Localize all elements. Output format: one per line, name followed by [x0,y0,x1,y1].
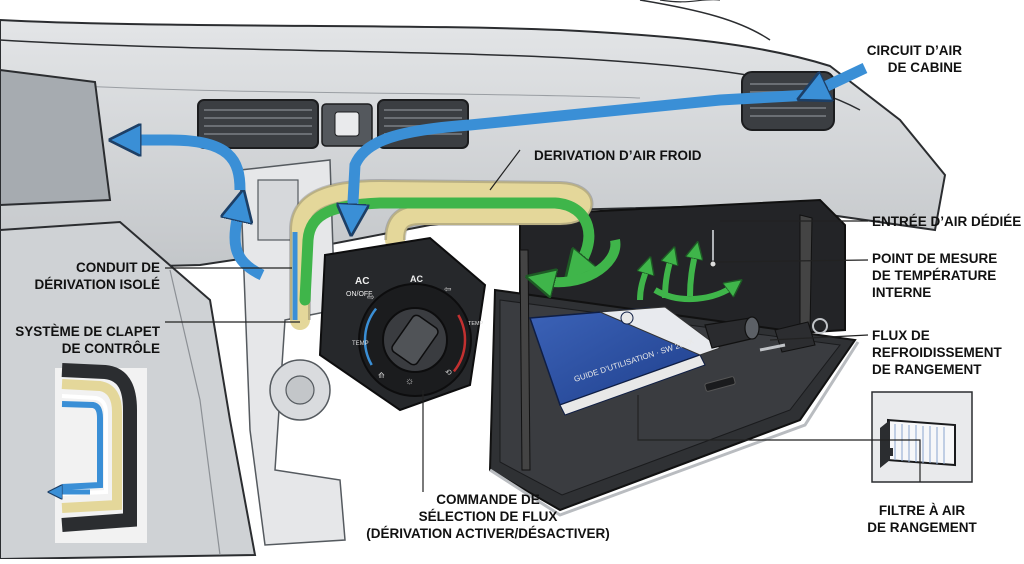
svg-text:DE RANGEMENT: DE RANGEMENT [867,520,977,535]
svg-text:CONDUIT DE: CONDUIT DE [76,260,160,275]
label-flow-selector: COMMANDE DE SÉLECTION DE FLUX (DÉRIVATIO… [366,492,610,541]
svg-text:DE CABINE: DE CABINE [888,60,962,75]
cold-air-bypass-flow [299,197,589,306]
label-cabin-air-circuit: CIRCUIT D’AIR DE CABINE [867,43,962,75]
instrument-screen [0,68,112,207]
svg-text:REFROIDISSEMENT: REFROIDISSEMENT [872,345,1003,360]
svg-text:FILTRE À AIR: FILTRE À AIR [879,503,965,518]
svg-text:SÉLECTION DE FLUX: SÉLECTION DE FLUX [419,509,558,524]
temp-label: TEMP [352,341,369,347]
svg-text:FLUX DE: FLUX DE [872,328,930,343]
defrost-air-flow [235,205,265,280]
duct-cross-section-inset [55,363,147,543]
foot-icon: ⟲ [445,368,452,377]
label-control-flap-system: SYSTÈME DE CLAPET DE CONTRÔLE [15,324,161,356]
fan-icon: ⇨ [367,292,375,302]
svg-text:SYSTÈME DE CLAPET: SYSTÈME DE CLAPET [15,324,161,339]
label-internal-temp-point: POINT DE MESURE DE TEMPÉRATURE INTERNE [872,251,997,300]
svg-text:(DÉRIVATION ACTIVER/DÉSACTIVER: (DÉRIVATION ACTIVER/DÉSACTIVER) [366,526,610,541]
storage-air-filter-inset [871,391,973,483]
svg-text:CIRCUIT D’AIR: CIRCUIT D’AIR [867,43,962,58]
temp-label-right: TEMP [468,321,484,327]
defrost-icon: ⟰ [378,371,385,380]
label-storage-cooling-flow: FLUX DE REFROIDISSEMENT DE RANGEMENT [872,328,1003,377]
storage-cooling-flow [540,239,621,282]
ac-label: AC [355,276,369,287]
svg-text:DERIVATION D’AIR FROID: DERIVATION D’AIR FROID [534,148,702,163]
ac-top-label: AC [410,274,423,284]
flashlight-icon [704,316,760,349]
owners-manual: GUIDE D’UTILISATION · SW 20XX [528,306,722,416]
leader-lines [165,149,921,492]
label-storage-air-filter: FILTRE À AIR DE RANGEMENT [867,503,977,535]
svg-text:POINT DE MESURE: POINT DE MESURE [872,251,997,266]
ac-on-off-label: ON/OFF [346,291,372,298]
svg-text:DE CONTRÔLE: DE CONTRÔLE [62,341,160,356]
flow-selector-panel: AC ON/OFF AC TEMP TEMP ⇨ ⇦ ☼ ⟰ ⟲ [318,236,487,412]
svg-text:COMMANDE DE: COMMANDE DE [436,492,540,507]
cabin-air-flow [352,89,816,220]
recirc-icon: ⇦ [444,284,452,294]
sun-icon: ☼ [405,376,414,387]
storage-airflow-arrows [640,250,735,303]
car-key-icon [759,318,828,353]
svg-text:DE RANGEMENT: DE RANGEMENT [872,362,982,377]
svg-text:DE TEMPÉRATURE: DE TEMPÉRATURE [872,268,996,283]
label-insulated-bypass-duct: CONDUIT DE DÉRIVATION ISOLÉ [34,260,160,292]
label-dedicated-air-inlet: ENTRÉE D’AIR DÉDIÉE [872,214,1021,229]
label-cold-air-bypass: DERIVATION D’AIR FROID [534,148,702,163]
svg-text:DÉRIVATION ISOLÉ: DÉRIVATION ISOLÉ [34,277,160,292]
svg-text:INTERNE: INTERNE [872,285,931,300]
svg-text:ENTRÉE D’AIR DÉDIÉE: ENTRÉE D’AIR DÉDIÉE [872,214,1021,229]
